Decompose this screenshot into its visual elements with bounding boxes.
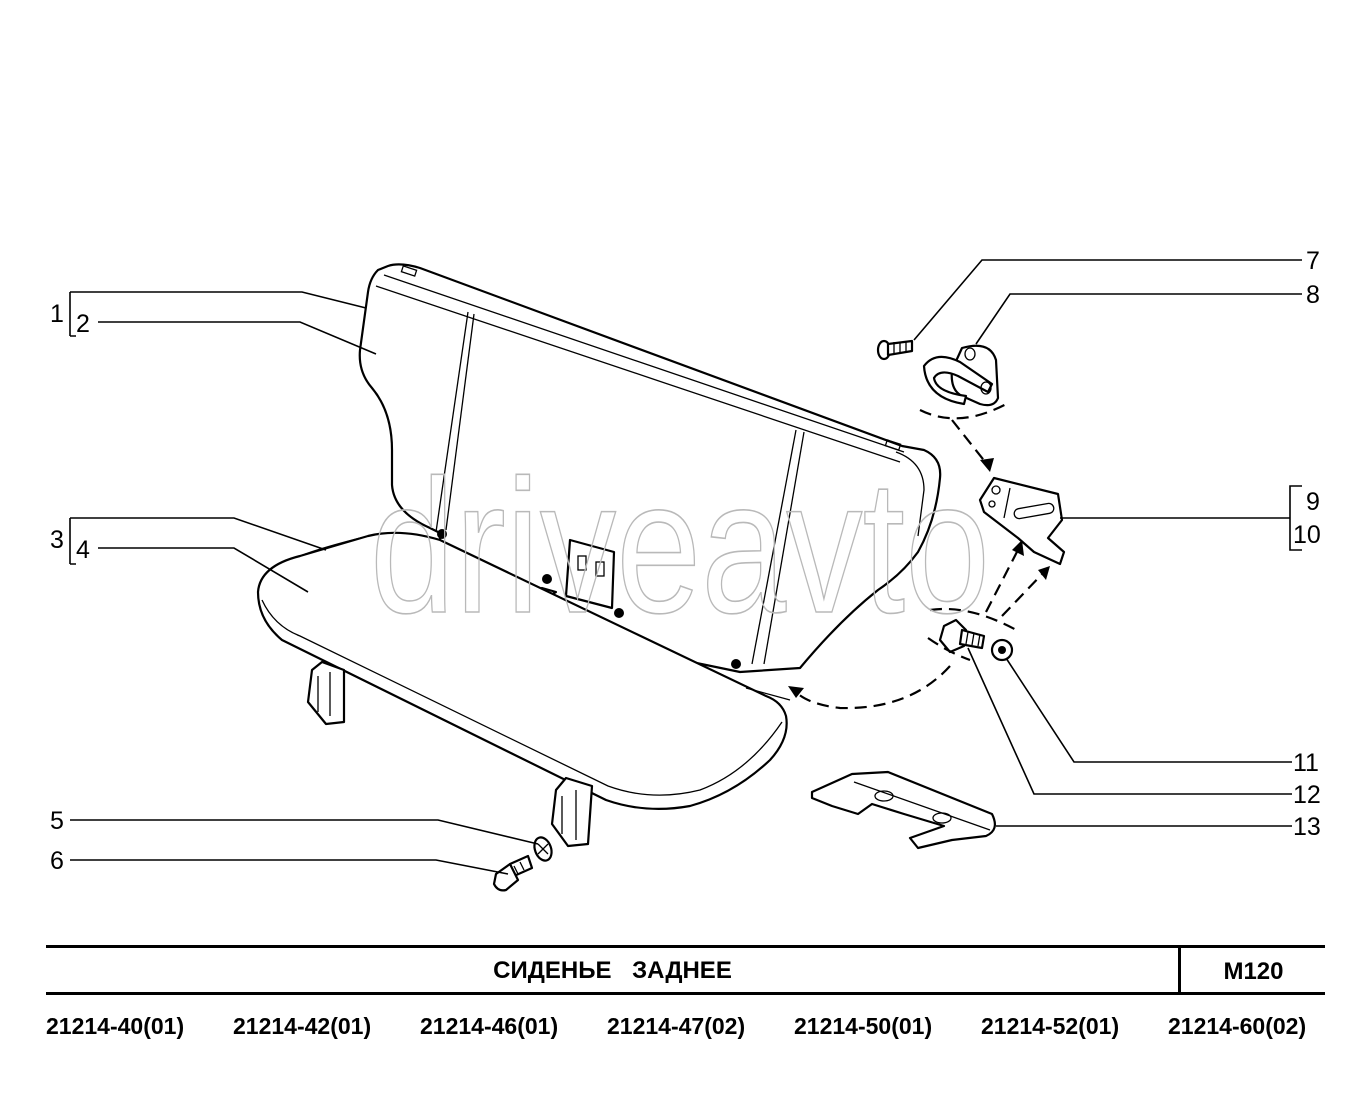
model-code: 21214-42(01) (233, 1013, 372, 1039)
callout-7: 7 (1306, 247, 1320, 275)
diagram-title: СИДЕНЬЕ ЗАДНЕЕ (493, 957, 732, 984)
cushion-hinge-right (550, 776, 594, 848)
model-code: 21214-46(01) (420, 1013, 559, 1039)
cushion-hinge-left (306, 660, 346, 726)
model-list: 21214-40(01) 21214-42(01) 21214-46(01) 2… (46, 1013, 1325, 1047)
bracket-9-10 (978, 476, 1066, 566)
striker-8 (922, 344, 1000, 407)
diagram-code: М120 (1223, 958, 1284, 985)
callout-8: 8 (1306, 281, 1320, 309)
model-code: 21214-40(01) (46, 1013, 185, 1039)
watermark: driveavto (370, 441, 990, 653)
washer-5 (533, 836, 553, 862)
callout-2: 2 (76, 310, 90, 338)
bolt-6 (492, 854, 534, 892)
model-code: 21214-47(02) (607, 1013, 746, 1039)
plate-13 (810, 770, 997, 850)
callout-3: 3 (50, 526, 64, 554)
model-code: 21214-52(01) (981, 1013, 1120, 1039)
callout-5: 5 (50, 807, 64, 835)
screw-7 (876, 339, 914, 361)
seat-cushion (256, 531, 791, 810)
model-code: 21214-50(01) (794, 1013, 933, 1039)
washer-11 (990, 638, 1014, 662)
callout-11: 11 (1293, 749, 1319, 777)
callout-9: 9 (1306, 488, 1320, 516)
model-code: 21214-60(02) (1168, 1013, 1307, 1039)
assembly-arrows (788, 401, 1050, 710)
leader-lines (69, 259, 1302, 875)
callout-10: 10 (1293, 521, 1321, 549)
callout-13: 13 (1293, 813, 1321, 841)
callout-1: 1 (50, 300, 64, 328)
callout-12: 12 (1293, 781, 1321, 809)
bolt-12 (938, 618, 986, 654)
callout-6: 6 (50, 847, 64, 875)
title-divider (1178, 948, 1181, 992)
callout-4: 4 (76, 536, 90, 564)
title-bar: СИДЕНЬЕ ЗАДНЕЕ М120 (46, 945, 1325, 995)
